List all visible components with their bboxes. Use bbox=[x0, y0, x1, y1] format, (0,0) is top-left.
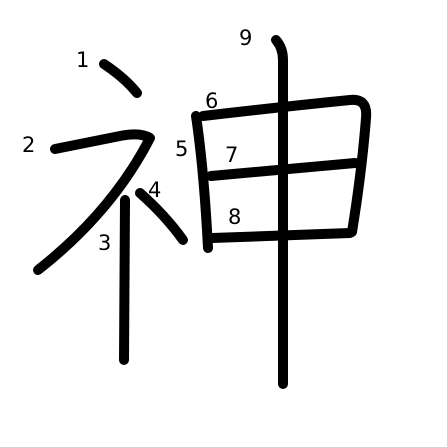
stroke-4 bbox=[135, 188, 188, 245]
stroke-9 bbox=[271, 35, 288, 389]
stroke-number-8: 8 bbox=[228, 205, 241, 229]
stroke-number-4: 4 bbox=[148, 178, 161, 202]
stroke-number-7: 7 bbox=[225, 143, 238, 167]
stroke-2 bbox=[33, 129, 155, 275]
stroke-number-5: 5 bbox=[175, 137, 188, 161]
stroke-3 bbox=[119, 195, 130, 365]
stroke-number-3: 3 bbox=[98, 231, 111, 255]
stroke-number-6: 6 bbox=[205, 89, 218, 113]
stroke-number-1: 1 bbox=[76, 48, 89, 72]
stroke-5 bbox=[191, 111, 213, 253]
stroke-1 bbox=[99, 59, 142, 98]
stroke-number-9: 9 bbox=[239, 26, 252, 50]
stroke-6 bbox=[198, 94, 372, 237]
stroke-number-2: 2 bbox=[22, 133, 35, 157]
